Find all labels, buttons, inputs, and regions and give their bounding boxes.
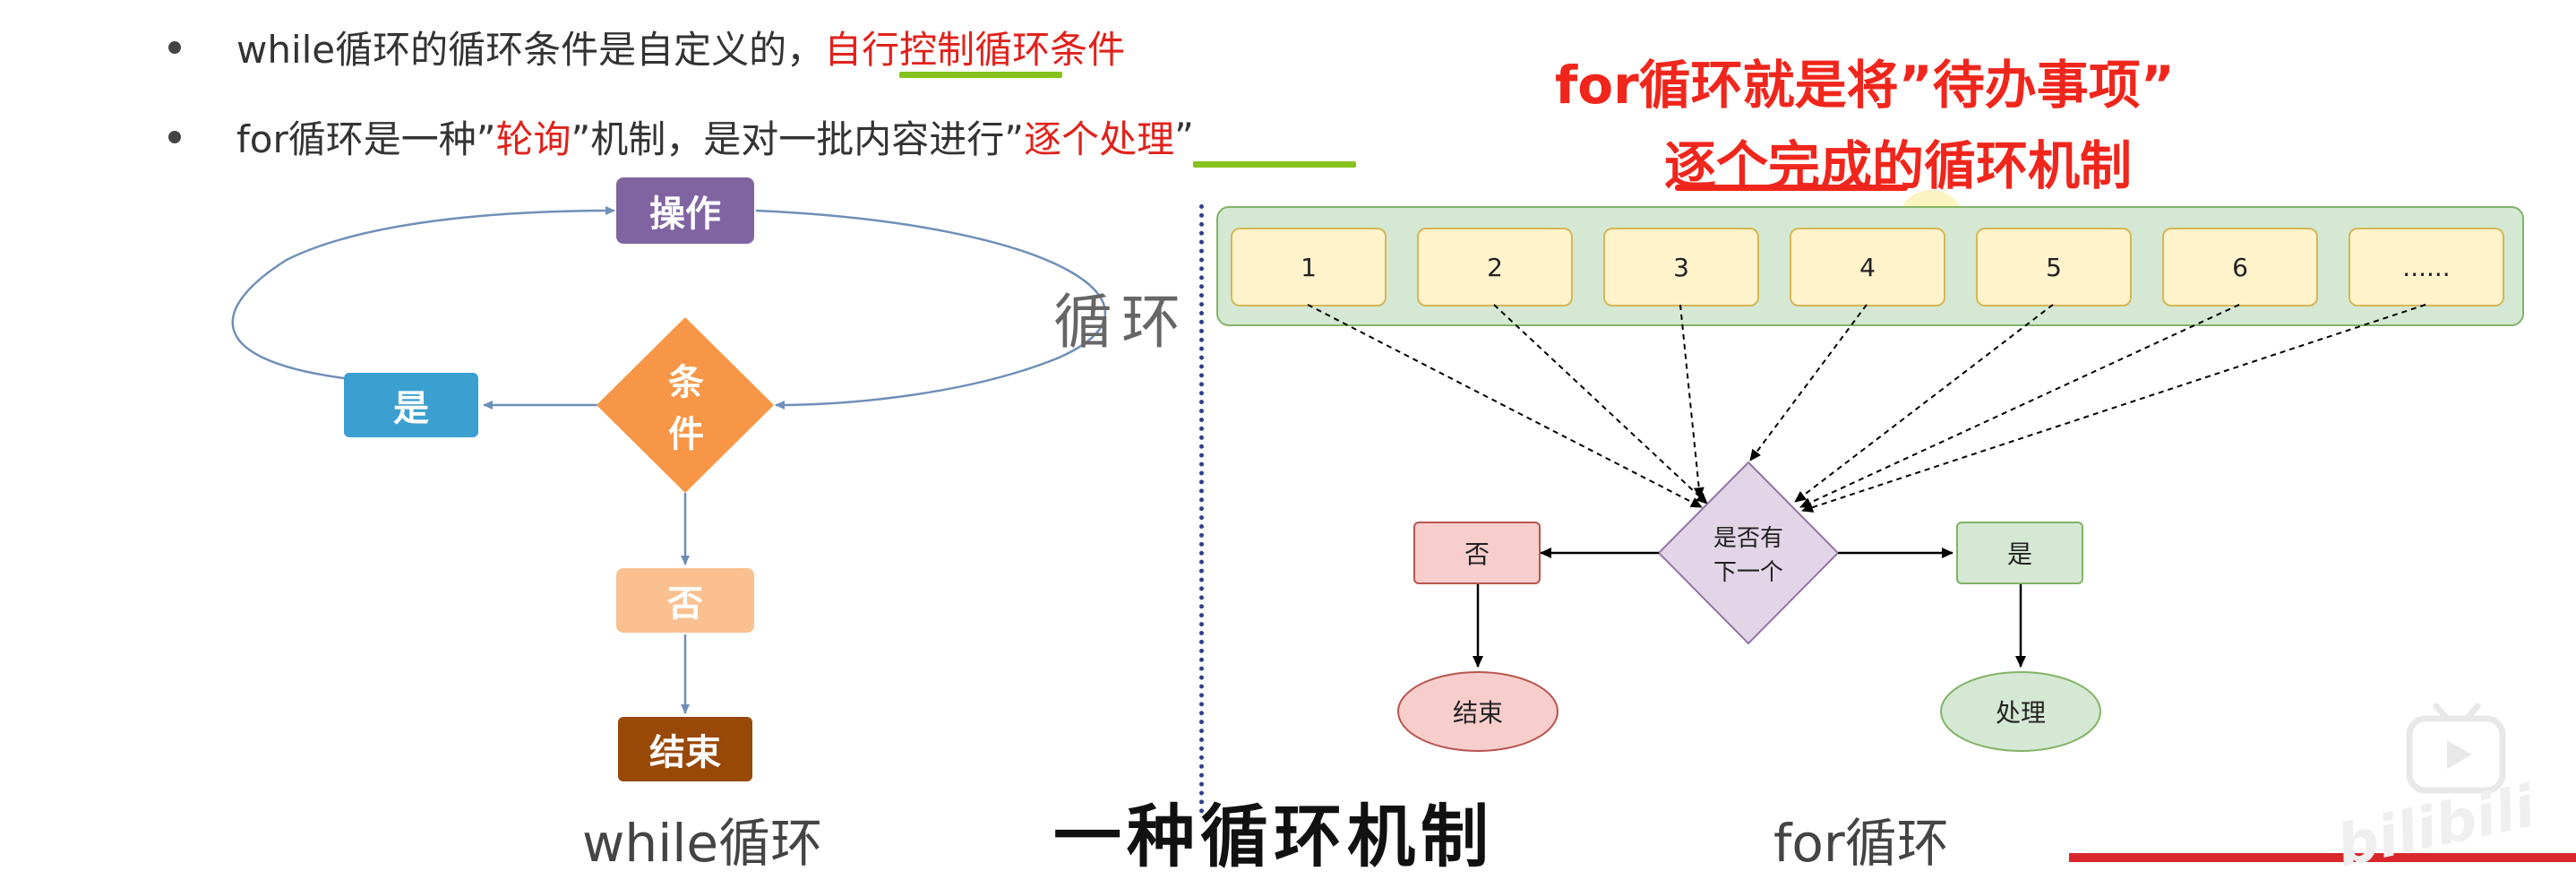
decision-label-2: 下一个 <box>1713 558 1783 586</box>
green-underline-2 <box>1193 161 1356 168</box>
while-caption: while循环 <box>582 813 823 874</box>
bullet-while-text: while循环的循环条件是自定义的， <box>236 28 825 72</box>
annotation-underline <box>1675 185 1908 191</box>
annotation-line-1: for循环就是将”待办事项” <box>1555 55 2175 116</box>
for-yes-box: 是 <box>1956 522 2083 584</box>
green-underline-1 <box>899 72 1062 78</box>
loop-label: 循环 <box>1053 288 1189 357</box>
bullet-for-text-1: for循环是一种” <box>236 117 496 161</box>
bullet-for-red-1: 轮询 <box>495 117 571 161</box>
bullet-while-highlight: 自行控制循环条件 <box>824 28 1126 72</box>
video-subtitle: 一种循环机制 <box>1052 796 1494 877</box>
item-box-4: 4 <box>1790 228 1945 306</box>
bullet-dot <box>168 40 181 54</box>
decision-label-1: 是否有 <box>1713 524 1783 552</box>
bullet-for: for循环是一种” 轮询 ”机制，是对一批内容进行” 逐个处理 ” <box>168 109 1194 164</box>
for-process-label: 处理 <box>1995 698 2046 728</box>
bullet-for-red-2: 逐个处理 <box>1024 117 1175 161</box>
item-box-more: ...... <box>2348 228 2504 306</box>
for-no-box: 否 <box>1413 522 1541 584</box>
item-box-5: 5 <box>1976 228 2132 306</box>
yes-box: 是 <box>344 373 478 437</box>
item-box-6: 6 <box>2162 228 2318 306</box>
bullet-for-text-2: ”机制，是对一批内容进行” <box>571 117 1025 161</box>
end-ellipse <box>1397 671 1558 752</box>
condition-label-1: 条 <box>668 362 704 403</box>
bullet-dot <box>168 130 181 143</box>
while-connectors <box>231 206 1107 714</box>
item-box-3: 3 <box>1603 228 1759 306</box>
end-box: 结束 <box>618 717 752 781</box>
decision-diamond <box>1657 461 1840 645</box>
for-connectors <box>1307 304 2426 752</box>
for-end-label: 结束 <box>1452 698 1503 728</box>
condition-label-2: 件 <box>668 414 704 455</box>
progress-bar-fragment <box>2069 853 2576 862</box>
item-box-2: 2 <box>1417 228 1573 306</box>
bullet-for-text-3: ” <box>1174 115 1194 159</box>
item-box-1: 1 <box>1231 228 1387 306</box>
tv-logo-icon <box>2406 703 2506 794</box>
for-caption: for循环 <box>1773 813 1949 874</box>
process-ellipse <box>1940 671 2101 752</box>
no-box: 否 <box>616 568 754 633</box>
condition-diamond <box>597 317 774 493</box>
divider <box>1199 204 1204 814</box>
operation-box: 操作 <box>616 177 754 244</box>
bullet-while: while循环的循环条件是自定义的， 自行控制循环条件 <box>168 20 1125 74</box>
